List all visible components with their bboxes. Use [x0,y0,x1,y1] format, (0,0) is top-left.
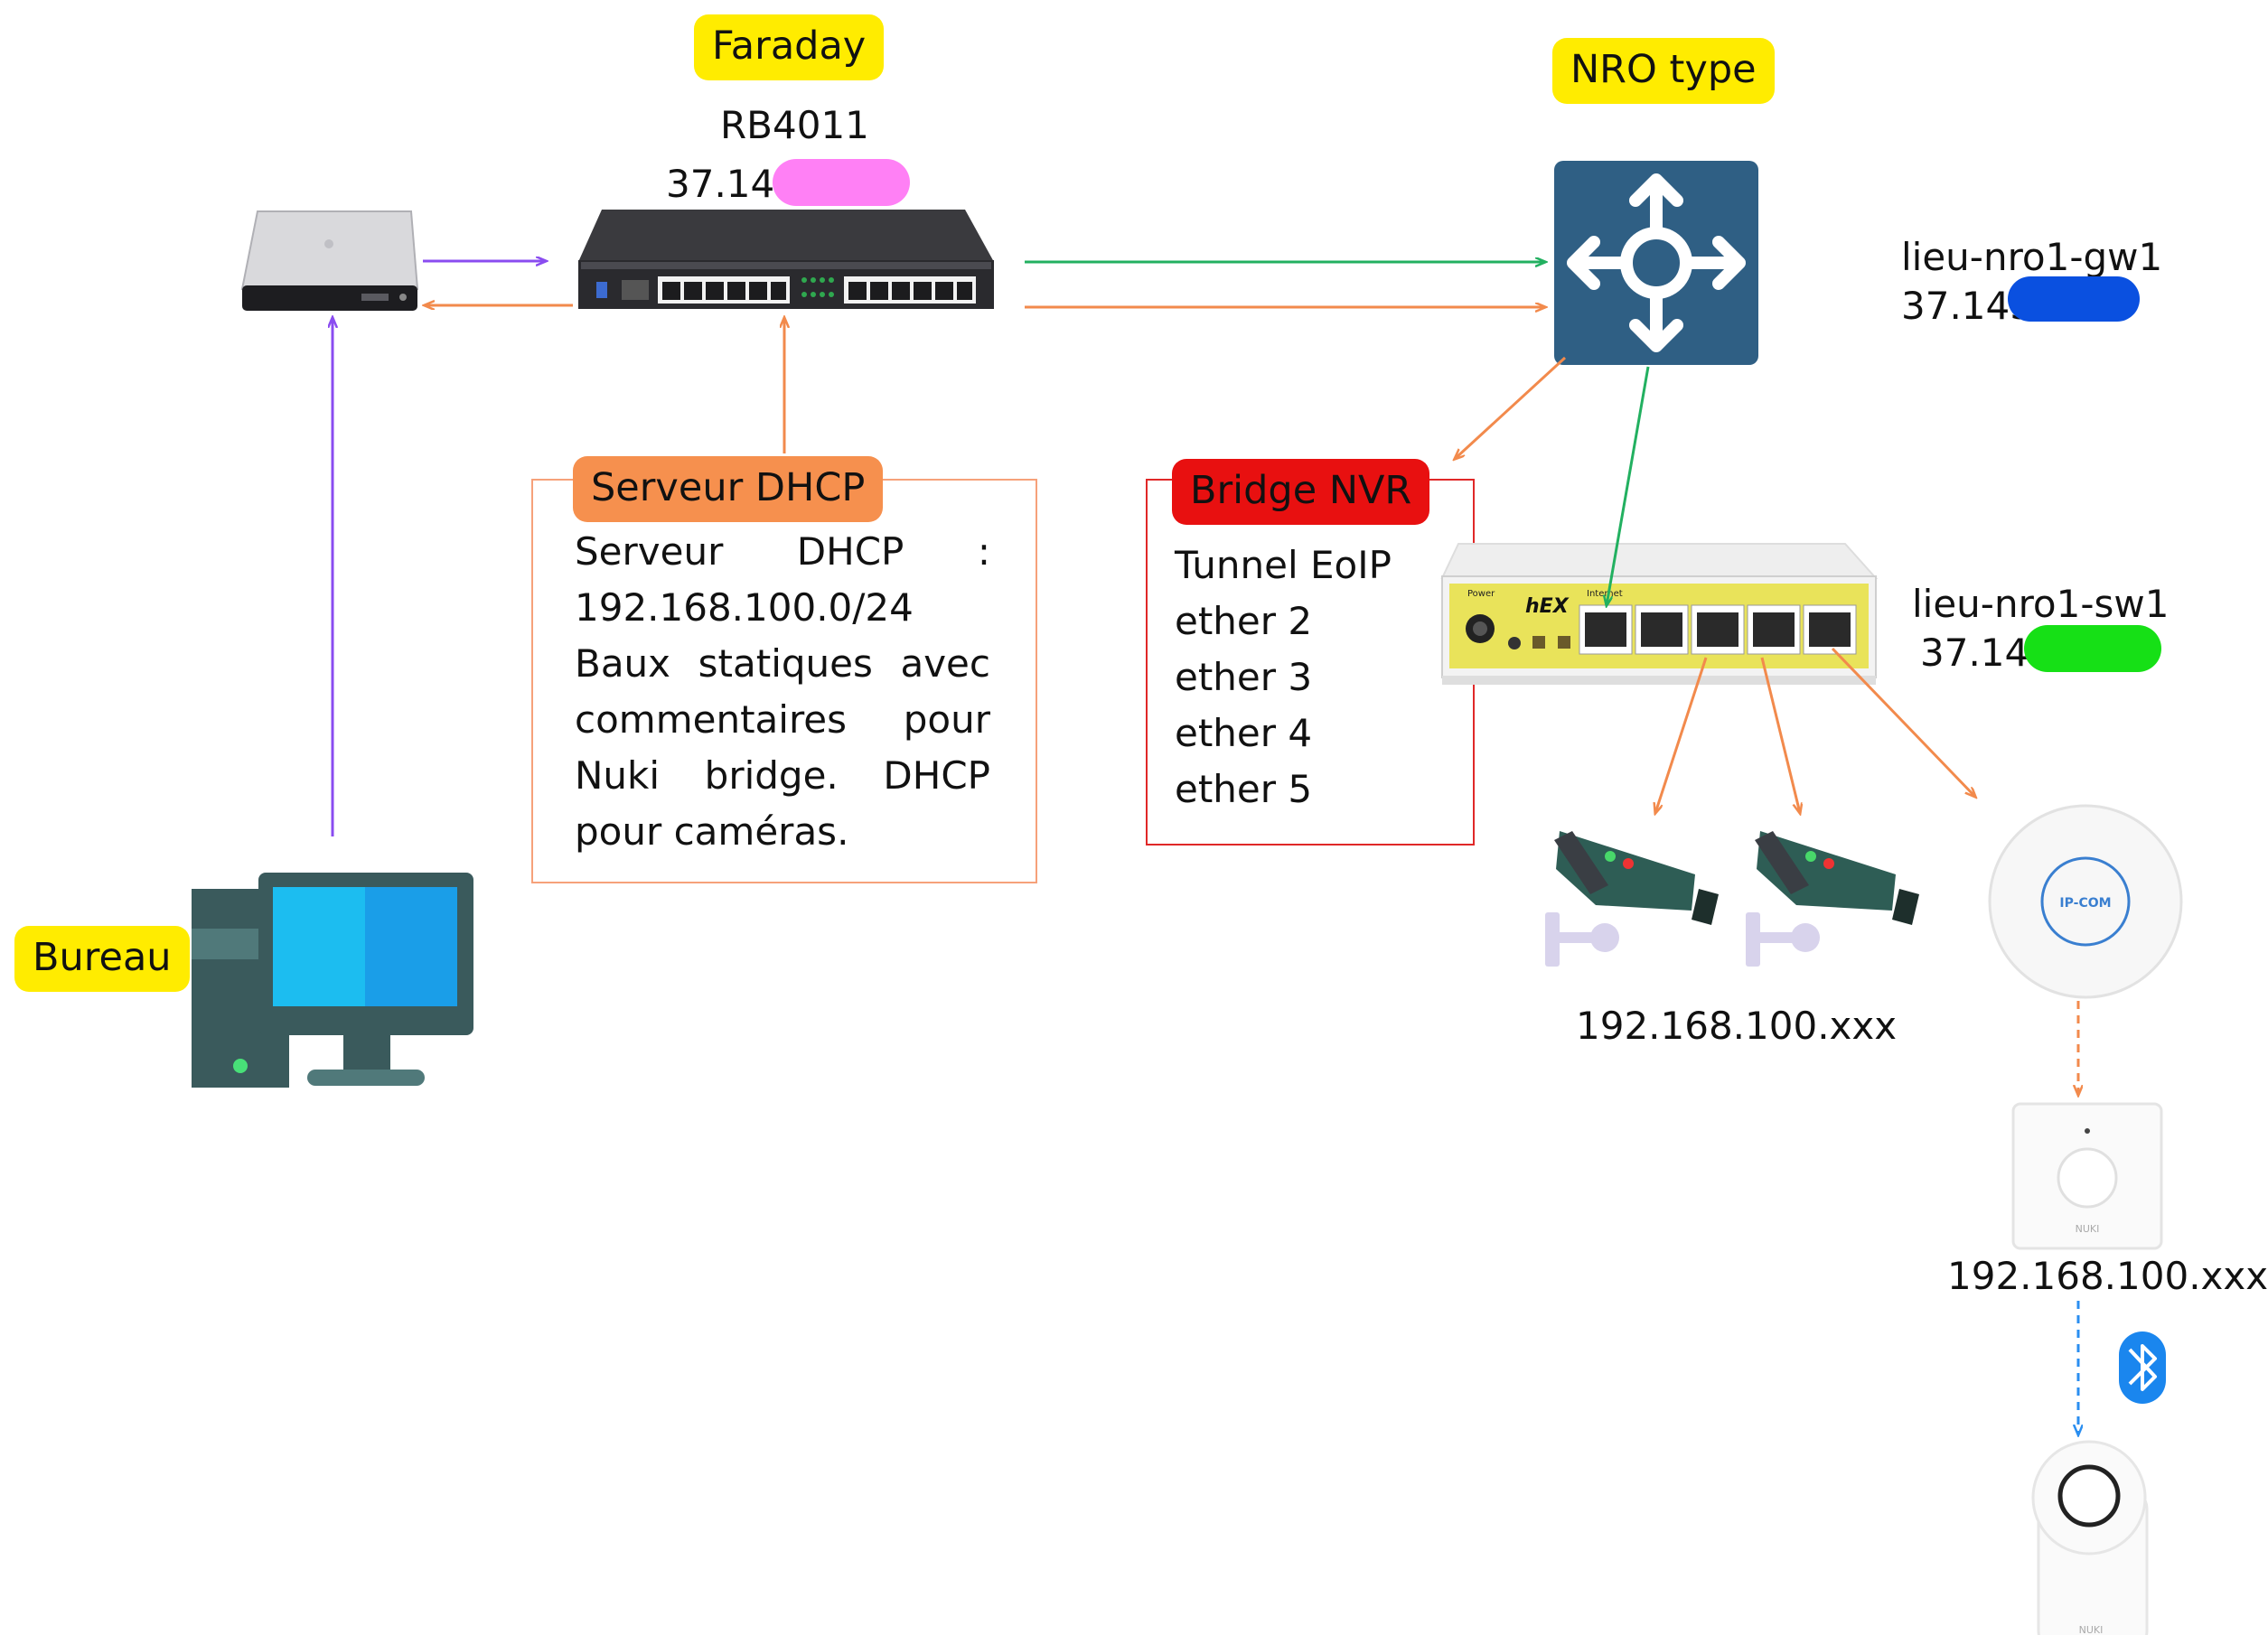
network-switch-icon [1554,161,1758,365]
hex-power-label: Power [1467,589,1495,599]
nuki-bridge-icon: NUKI [2011,1102,2163,1250]
dhcp-tag: Serveur DHCP [573,456,884,522]
rb4011-label: RB4011 [720,103,869,147]
camera-icon [1746,831,1919,967]
nro-type-tag: NRO type [1552,38,1775,104]
connector-lines [333,261,2078,1434]
sw-name: lieu-nro1-sw1 [1912,582,2170,626]
ap-brand-label: IP-COM [2059,896,2111,911]
nvr-item: ether 4 [1175,711,1313,755]
nvr-tag: Bridge NVR [1172,459,1430,525]
hex-brand-label: hEX [1525,595,1570,618]
nvr-item: ether 5 [1175,767,1313,811]
nuki-bridge-brand: NUKI [2076,1223,2100,1235]
nvr-item: ether 2 [1175,599,1313,643]
desktop-computer-icon [192,873,473,1088]
nvr-item: ether 3 [1175,655,1313,699]
redacted-ip-blue [2008,276,2140,322]
unifi-gateway-icon [240,210,419,311]
nuki-lock-brand: NUKI [2079,1624,2104,1635]
dhcp-description: Serveur DHCP : 192.168.100.0/24 Baux sta… [575,529,990,854]
nvr-port-list: Tunnel EoIP ether 2 ether 3 ether 4 ethe… [1175,537,1392,818]
redacted-ip-pink [773,159,910,206]
redacted-ip-green [2024,625,2161,672]
hex-internet-label: Internet [1587,589,1623,599]
mikrotik-router-icon [578,210,994,309]
access-point-icon: IP-COM [1988,804,2183,999]
camera-icon [1545,831,1719,967]
nuki-bridge-ip: 192.168.100.xxx [1947,1254,2268,1298]
faraday-tag: Faraday [694,14,885,80]
nuki-lock-icon: NUKI [2031,1440,2149,1635]
cameras-ip: 192.168.100.xxx [1576,1004,1898,1048]
gw-name: lieu-nro1-gw1 [1901,235,2163,279]
bureau-tag: Bureau [14,926,190,992]
bluetooth-icon [2119,1331,2166,1404]
nvr-item: Tunnel EoIP [1175,543,1392,587]
hex-switch-icon: Power hEX Internet [1440,543,1879,685]
